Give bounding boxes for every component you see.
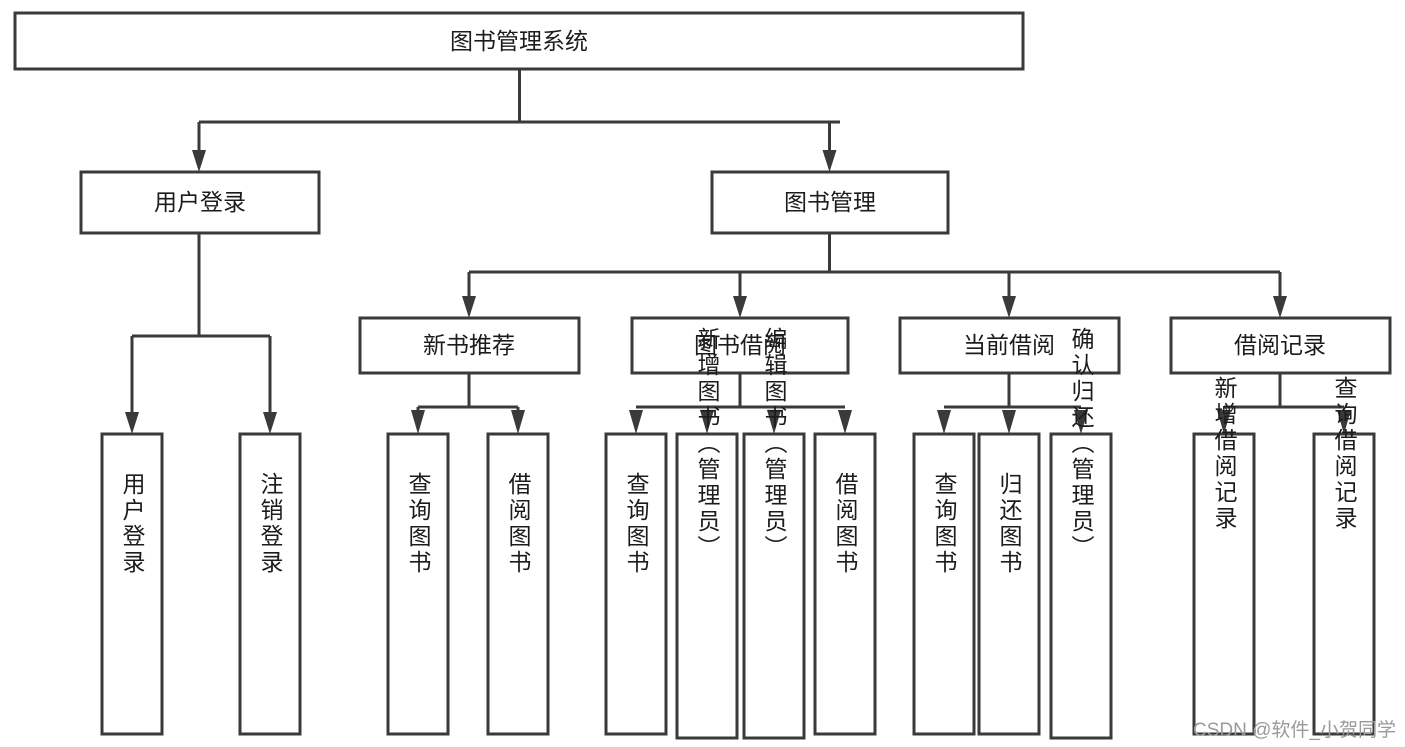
arrow-head-leaf-user-logout	[263, 412, 277, 434]
node-leaf-return-book-box[interactable]	[977, 432, 1041, 736]
arrow-head-leaf-borrow-book-1	[511, 410, 525, 434]
node-leaf-query-book-2-box[interactable]	[604, 432, 668, 736]
node-book-management-label: 图书管理	[784, 189, 876, 215]
node-leaf-query-book-2[interactable]: 查询图书	[604, 432, 668, 736]
node-root-label: 图书管理系统	[450, 28, 588, 54]
arrow-head-user-login	[192, 150, 206, 172]
node-leaf-borrow-book-1-label: 借阅图书	[505, 472, 532, 576]
arrow-head-borrow-record	[1273, 296, 1287, 318]
node-borrow-record-label: 借阅记录	[1234, 332, 1326, 358]
arrow-head-current-borrow	[1002, 296, 1016, 318]
node-new-book-recommend-label: 新书推荐	[423, 332, 515, 358]
node-current-borrow-box[interactable]	[898, 316, 1121, 375]
arrow-head-leaf-add-record	[1217, 410, 1231, 434]
node-book-borrow-box[interactable]	[630, 316, 850, 375]
node-leaf-query-record-box[interactable]	[1312, 432, 1376, 736]
node-leaf-user-logout-label: 注销登录	[257, 472, 284, 576]
arrow-head-leaf-user-login	[125, 412, 139, 434]
node-leaf-query-book-2-label: 查询图书	[623, 472, 650, 576]
node-leaf-add-book-label: 新增图书（管理员）	[694, 327, 721, 561]
node-new-book-recommend[interactable]: 新书推荐	[358, 316, 581, 375]
node-leaf-query-book-3-box[interactable]	[912, 432, 976, 736]
node-leaf-user-login-label: 用户登录	[119, 472, 146, 576]
node-leaf-return-book[interactable]: 归还图书	[977, 432, 1041, 736]
node-leaf-edit-book-box[interactable]	[742, 432, 806, 740]
connector-layer	[125, 69, 1351, 434]
node-leaf-user-logout-box[interactable]	[238, 432, 302, 736]
node-current-borrow-label: 当前借阅	[963, 332, 1055, 358]
arrow-head-leaf-query-book-1	[411, 410, 425, 434]
arrow-head-leaf-query-record	[1337, 410, 1351, 434]
arrow-head-leaf-query-book-2	[629, 410, 643, 434]
node-leaf-query-book-3[interactable]: 查询图书	[912, 432, 976, 736]
node-leaf-borrow-book-2-label: 借阅图书	[832, 472, 859, 576]
arrow-head-new-book-recommend	[462, 296, 476, 318]
arrow-head-book-management	[822, 150, 837, 172]
node-leaf-user-logout[interactable]: 注销登录	[238, 432, 302, 736]
node-new-book-recommend-box[interactable]	[358, 316, 581, 375]
node-leaf-query-book-1-label: 查询图书	[405, 472, 432, 576]
arrow-head-book-borrow	[733, 296, 747, 318]
node-leaf-edit-book-label: 编辑图书（管理员）	[761, 327, 788, 561]
node-leaf-user-login[interactable]: 用户登录	[100, 432, 164, 736]
node-borrow-record[interactable]: 借阅记录	[1169, 316, 1392, 375]
node-root[interactable]: 图书管理系统	[13, 11, 1025, 71]
node-root-box[interactable]	[13, 11, 1025, 71]
node-leaf-add-book[interactable]: 新增图书（管理员）	[675, 327, 739, 740]
node-book-borrow[interactable]: 图书借阅	[630, 316, 850, 375]
node-current-borrow[interactable]: 当前借阅	[898, 316, 1121, 375]
watermark-label: CSDN @软件_小贺同学	[1193, 719, 1396, 741]
arrow-head-leaf-add-book	[700, 410, 714, 434]
node-user-login-box[interactable]	[79, 170, 321, 235]
node-leaf-query-record-label: 查询借阅记录	[1331, 376, 1358, 532]
node-user-login[interactable]: 用户登录	[79, 170, 321, 235]
node-leaf-query-record[interactable]: 查询借阅记录	[1312, 376, 1376, 736]
node-leaf-return-book-label: 归还图书	[996, 472, 1023, 576]
node-leaf-borrow-book-1[interactable]: 借阅图书	[486, 432, 550, 736]
node-leaf-edit-book[interactable]: 编辑图书（管理员）	[742, 327, 806, 740]
node-leaf-user-login-box[interactable]	[100, 432, 164, 736]
node-leaf-query-book-1-box[interactable]	[386, 432, 450, 736]
arrow-head-leaf-edit-book	[767, 410, 781, 434]
node-leaf-add-record-box[interactable]	[1192, 432, 1256, 736]
node-book-management[interactable]: 图书管理	[710, 170, 950, 235]
node-leaf-confirm-return[interactable]: 确认归还（管理员）	[1049, 327, 1113, 740]
node-leaf-confirm-return-box[interactable]	[1049, 432, 1113, 740]
node-borrow-record-box[interactable]	[1169, 316, 1392, 375]
node-book-borrow-label: 图书借阅	[694, 332, 786, 358]
arrow-head-leaf-borrow-book-2	[838, 410, 852, 434]
node-leaf-add-record[interactable]: 新增借阅记录	[1192, 376, 1256, 736]
arrow-head-leaf-query-book-3	[937, 410, 951, 434]
node-leaf-query-book-1[interactable]: 查询图书	[386, 432, 450, 736]
node-leaf-add-book-box[interactable]	[675, 432, 739, 740]
node-user-login-label: 用户登录	[154, 189, 246, 215]
node-leaf-borrow-book-2[interactable]: 借阅图书	[813, 432, 877, 736]
node-leaf-add-record-label: 新增借阅记录	[1211, 376, 1238, 532]
node-leaf-borrow-book-2-box[interactable]	[813, 432, 877, 736]
arrow-head-leaf-confirm-return	[1074, 410, 1088, 434]
arrow-head-leaf-return-book	[1002, 410, 1016, 434]
node-leaf-query-book-3-label: 查询图书	[931, 472, 958, 576]
node-leaf-confirm-return-label: 确认归还（管理员）	[1068, 327, 1095, 561]
node-leaf-borrow-book-1-box[interactable]	[486, 432, 550, 736]
node-book-management-box[interactable]	[710, 170, 950, 235]
